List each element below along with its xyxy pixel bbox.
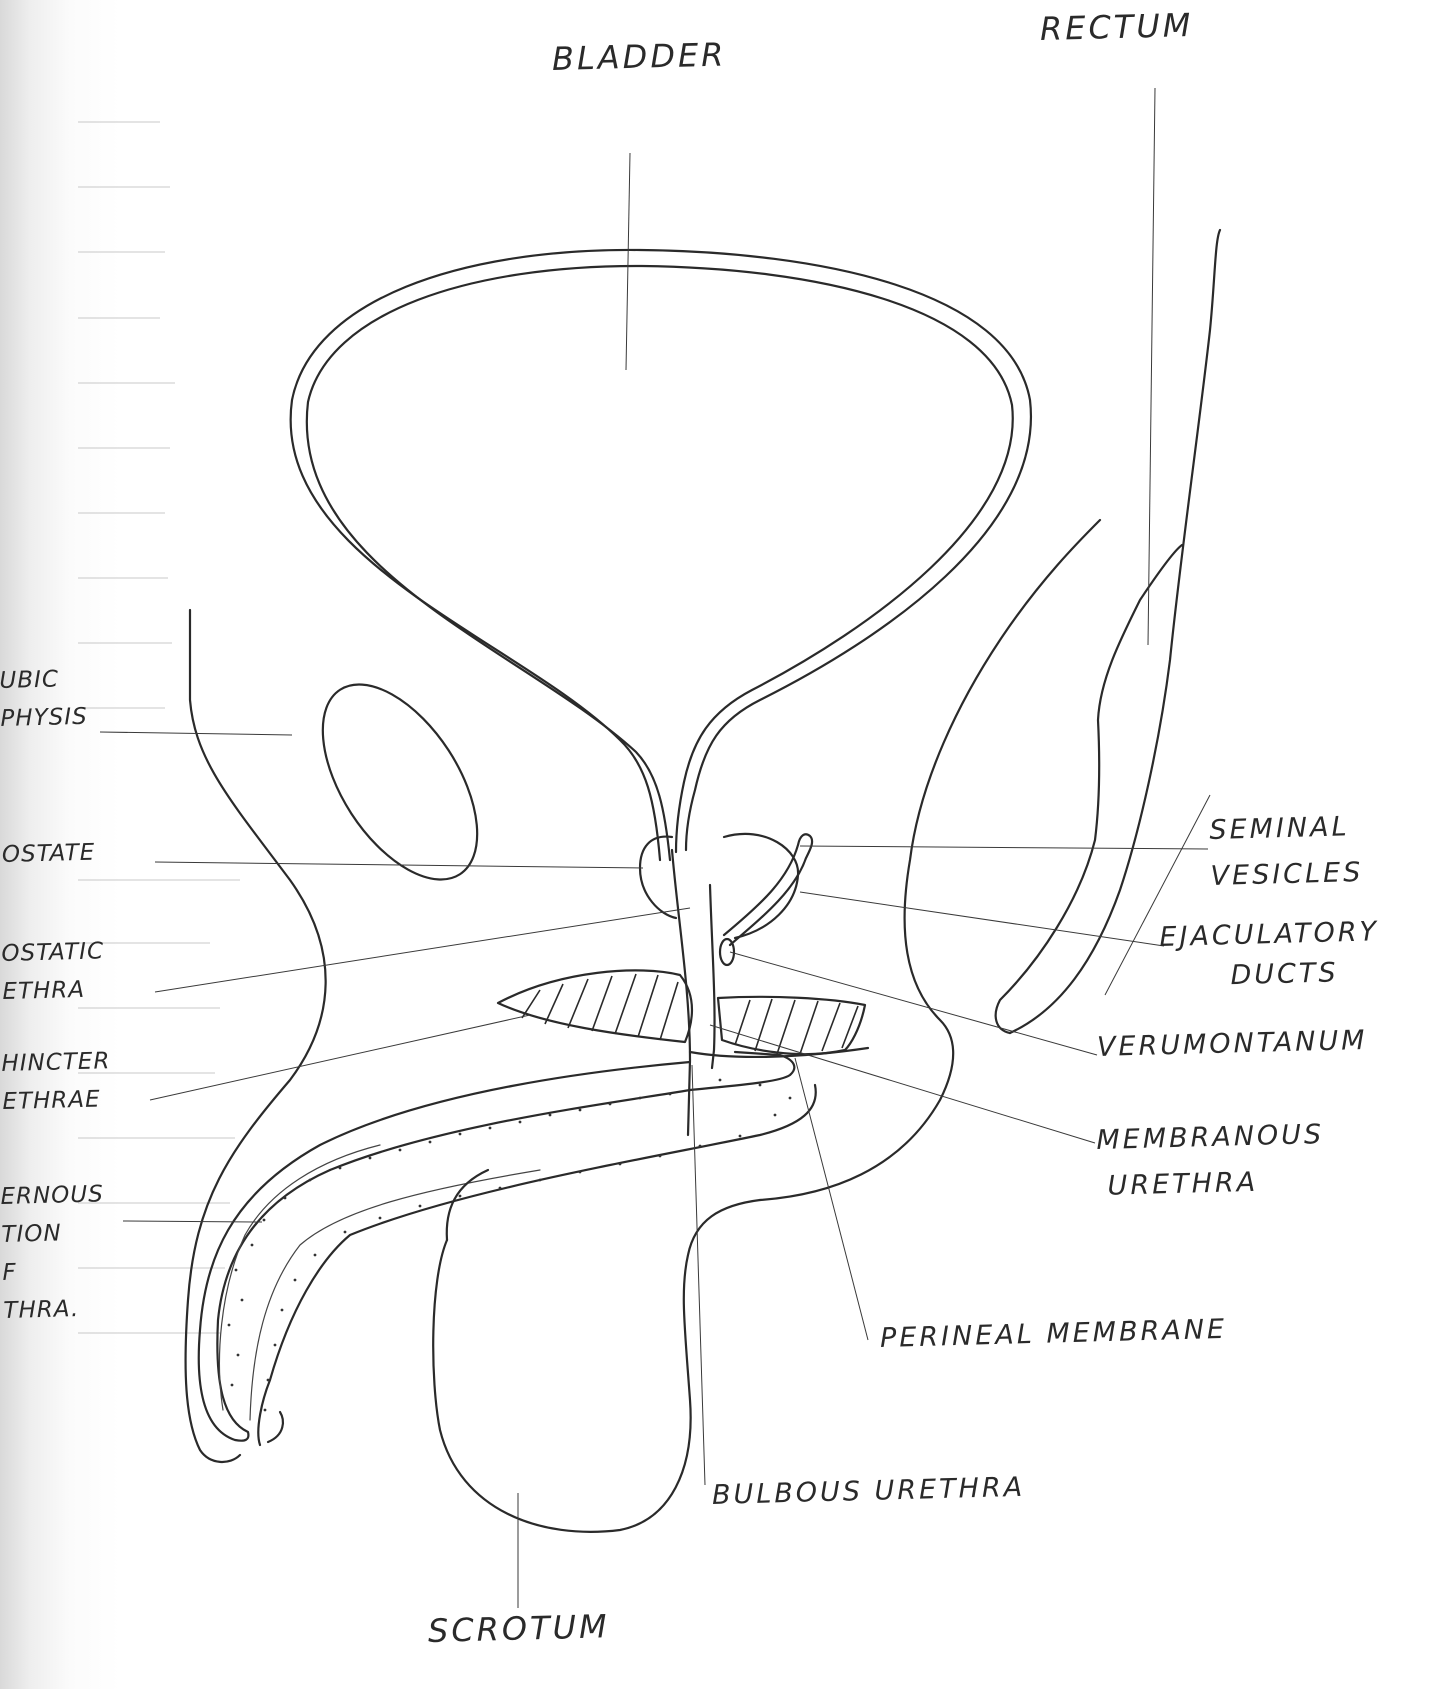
label-sphincter-urethrae-line1: HINCTER	[1, 1042, 111, 1083]
penis	[199, 1052, 816, 1445]
label-membranous-urethra-line1: MEMBRANOUS	[1096, 1112, 1325, 1164]
label-prostate-line1: OSTATE	[2, 834, 96, 874]
sphincter-urethrae	[498, 970, 865, 1054]
seminal-vesicle	[724, 834, 812, 945]
label-cavernous-portion-line4: THRA.	[3, 1289, 107, 1330]
label-cavernous-portion-line3: F	[2, 1251, 106, 1292]
verumontanum	[720, 939, 734, 965]
erectile-tissue-stipple	[228, 1079, 792, 1412]
label-prostatic-urethra: OSTATIC ETHRA	[1, 932, 106, 1011]
label-sphincter-urethrae-line2: ETHRAE	[2, 1080, 112, 1121]
label-cavernous-portion-line1: ERNOUS	[0, 1175, 104, 1216]
label-prostatic-urethra-line1: OSTATIC	[1, 932, 105, 973]
label-ejaculatory-ducts-line2: DUCTS	[1160, 952, 1381, 998]
pubic-symphysis	[291, 658, 508, 906]
label-prostatic-urethra-line2: ETHRA	[2, 970, 106, 1011]
label-pubic-symphysis: UBIC PHYSIS	[0, 660, 88, 738]
bladder	[291, 250, 1031, 860]
show-through-text-lines	[78, 122, 240, 1333]
label-prostate: OSTATE	[2, 834, 96, 874]
label-rectum: RECTUM	[1040, 6, 1194, 48]
label-sphincter-urethrae: HINCTER ETHRAE	[1, 1042, 112, 1121]
label-scrotum: SCROTUM	[428, 1607, 611, 1650]
label-membranous-urethra-line2: URETHRA	[1097, 1158, 1326, 1210]
label-cavernous-portion-line2: TION	[1, 1213, 105, 1254]
label-bladder: BLADDER	[552, 35, 727, 78]
label-seminal-vesicles-line1: SEMINAL	[1209, 804, 1363, 854]
label-membranous-urethra: MEMBRANOUS URETHRA	[1096, 1112, 1326, 1210]
label-ejaculatory-ducts: EJACULATORY DUCTS	[1159, 912, 1381, 998]
label-ejaculatory-ducts-line1: EJACULATORY	[1159, 912, 1380, 958]
label-pubic-symphysis-line2: PHYSIS	[0, 698, 88, 738]
label-seminal-vesicles-line2: VESICLES	[1210, 850, 1364, 900]
label-seminal-vesicles: SEMINAL VESICLES	[1209, 804, 1364, 900]
label-pubic-symphysis-line1: UBIC	[0, 660, 87, 700]
label-cavernous-portion: ERNOUS TION F THRA.	[0, 1175, 107, 1330]
rectum	[996, 230, 1220, 1033]
